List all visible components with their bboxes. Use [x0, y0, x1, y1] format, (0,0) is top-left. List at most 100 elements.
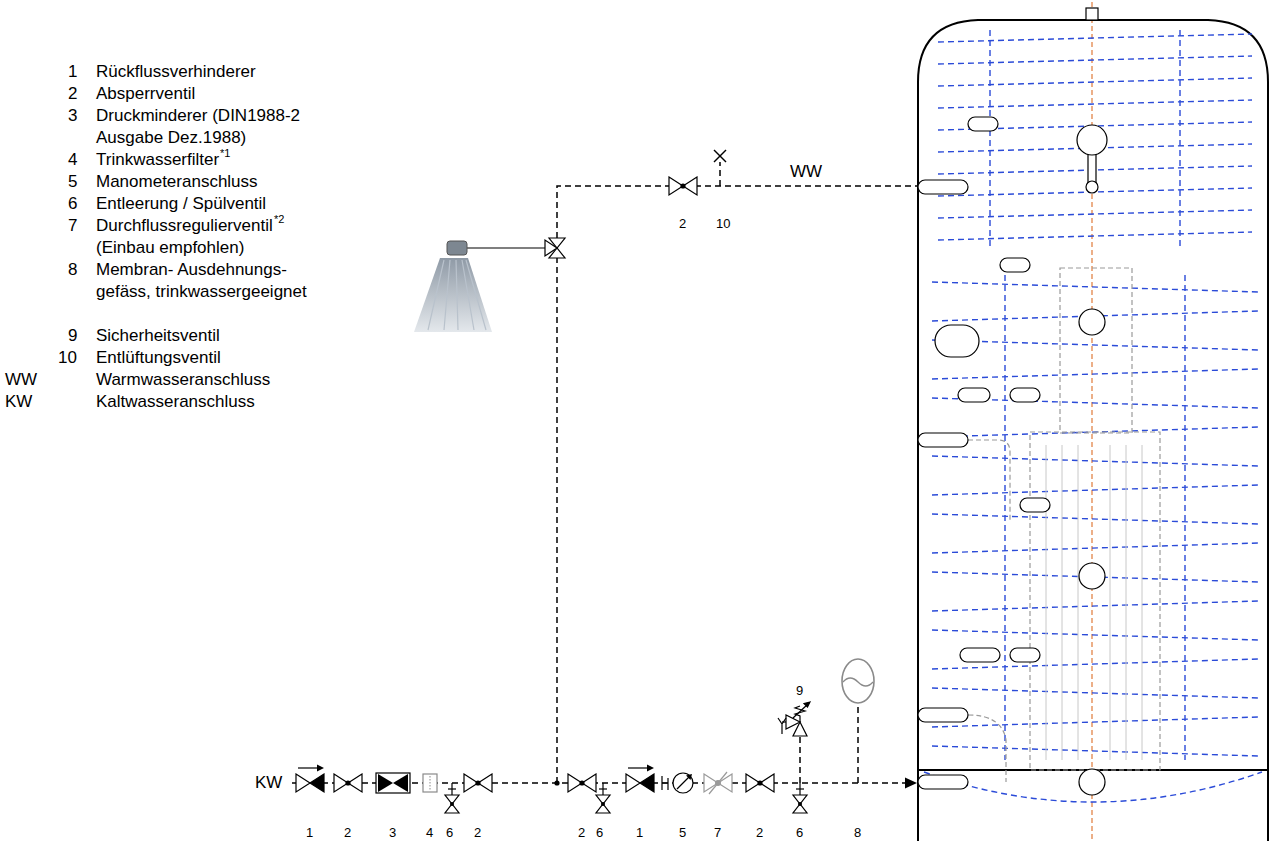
legend-number: 5 — [68, 171, 77, 193]
safety-valve — [786, 715, 800, 729]
valve-symbol — [626, 765, 654, 793]
legend-number: 2 — [68, 83, 77, 105]
safety-valve — [778, 718, 786, 734]
heating-coil — [932, 369, 1258, 379]
legend-number: 4 — [68, 149, 77, 171]
tank-connection — [1000, 258, 1030, 272]
legend-text: Entlüftungsventil — [96, 347, 221, 369]
legend-text: (Einbau empfohlen) — [96, 237, 244, 259]
heating-coil — [932, 630, 1258, 640]
heating-coil — [932, 340, 1258, 350]
valve-symbol — [793, 783, 807, 813]
callout-number: 4 — [426, 825, 433, 841]
valve-symbol — [464, 774, 492, 792]
valve-symbol — [334, 774, 362, 792]
tank-connection — [1086, 181, 1098, 193]
heat-exchanger — [968, 715, 1006, 782]
legend-text: Manometeranschluss — [96, 171, 258, 193]
legend-text: Trinkwasserfilter — [96, 149, 219, 171]
tank-connection — [1010, 388, 1040, 402]
legend-abbreviation: WW — [5, 369, 37, 391]
valve-symbol — [376, 773, 410, 793]
legend-number: 1 — [68, 61, 77, 83]
heat-exchanger — [968, 268, 1160, 782]
water-pipe — [554, 780, 559, 785]
tank-connection — [1077, 125, 1107, 155]
heat-exchanger — [1046, 445, 1142, 760]
storage-tank — [1086, 8, 1098, 20]
legend-number: 6 — [68, 193, 77, 215]
heating-coil — [1179, 30, 1180, 250]
storage-tank — [918, 20, 1268, 841]
tank-connection — [1079, 769, 1105, 795]
shower-symbol — [414, 238, 565, 332]
heating-coil — [932, 543, 1258, 553]
legend-number: 10 — [58, 347, 77, 369]
callout-number: 2 — [474, 825, 481, 841]
tank-connection — [918, 708, 968, 722]
heating-coil — [932, 456, 1258, 466]
legend-number: 3 — [68, 105, 77, 127]
callout-number: 2 — [679, 216, 686, 232]
tank-connection — [968, 117, 998, 131]
heating-coil — [938, 232, 1252, 240]
tank-connection — [1020, 498, 1050, 512]
legend-text: Durchflussregulierventil — [96, 215, 273, 237]
legend-number: 8 — [68, 259, 77, 281]
vent-valve — [714, 150, 726, 162]
valve-symbol — [378, 774, 393, 792]
callout-number: 6 — [596, 825, 603, 841]
callout-number: 3 — [389, 825, 396, 841]
expansion-vessel — [842, 659, 874, 703]
valve-symbol — [296, 177, 874, 813]
valve-symbol — [669, 177, 697, 195]
expansion-vessel — [843, 678, 873, 686]
valve-symbol — [423, 774, 437, 792]
legend-text: Warmwasseranschluss — [96, 369, 270, 391]
valve-symbol — [393, 774, 408, 792]
callout-number: 2 — [756, 825, 763, 841]
port-label: KW — [255, 773, 282, 793]
callout-number: 6 — [446, 825, 453, 841]
callout-number: 1 — [306, 825, 313, 841]
shower-symbol — [545, 240, 557, 256]
heating-coil — [1184, 275, 1185, 760]
valve-symbol — [686, 774, 692, 780]
water-pipe — [799, 736, 801, 783]
port-label: WW — [790, 162, 822, 182]
shower-symbol — [467, 247, 545, 248]
heating-coil — [932, 688, 1258, 698]
callout-number: 6 — [796, 825, 803, 841]
callout-number: 10 — [716, 216, 730, 232]
legend-text: Membran- Ausdehnungs- gefäss, trinkwasse… — [96, 259, 308, 303]
water-pipe — [292, 162, 918, 789]
shower-symbol — [447, 241, 467, 255]
heating-coil — [932, 514, 1258, 524]
tank-connection — [1079, 563, 1105, 589]
water-pipe — [719, 162, 721, 186]
tank-connection — [960, 648, 1000, 662]
heating-coil — [1004, 275, 1005, 760]
valve-symbol — [746, 774, 774, 792]
expansion-vessel — [842, 659, 874, 703]
valve-symbol — [662, 773, 693, 793]
valve-symbol — [596, 783, 610, 813]
heat-exchanger — [1030, 432, 1160, 770]
footnote-mark: *1 — [220, 147, 230, 159]
safety-valve — [778, 702, 810, 736]
legend-text: Druckminderer (DIN1988-2 Ausgabe Dez.198… — [96, 105, 328, 149]
heating-coil — [932, 746, 1258, 756]
heating-coil — [938, 100, 1252, 108]
valve-symbol — [673, 773, 693, 793]
callout-number: 9 — [796, 683, 803, 699]
legend-number: 7 — [68, 215, 77, 237]
vent-valve — [714, 150, 726, 162]
legend-text: Absperrventil — [96, 83, 195, 105]
safety-valve — [804, 702, 810, 707]
safety-valve — [793, 704, 808, 718]
water-pipe — [905, 778, 917, 789]
heating-coil — [938, 78, 1252, 86]
shower-symbol — [414, 258, 492, 332]
callout-number: 2 — [344, 825, 351, 841]
